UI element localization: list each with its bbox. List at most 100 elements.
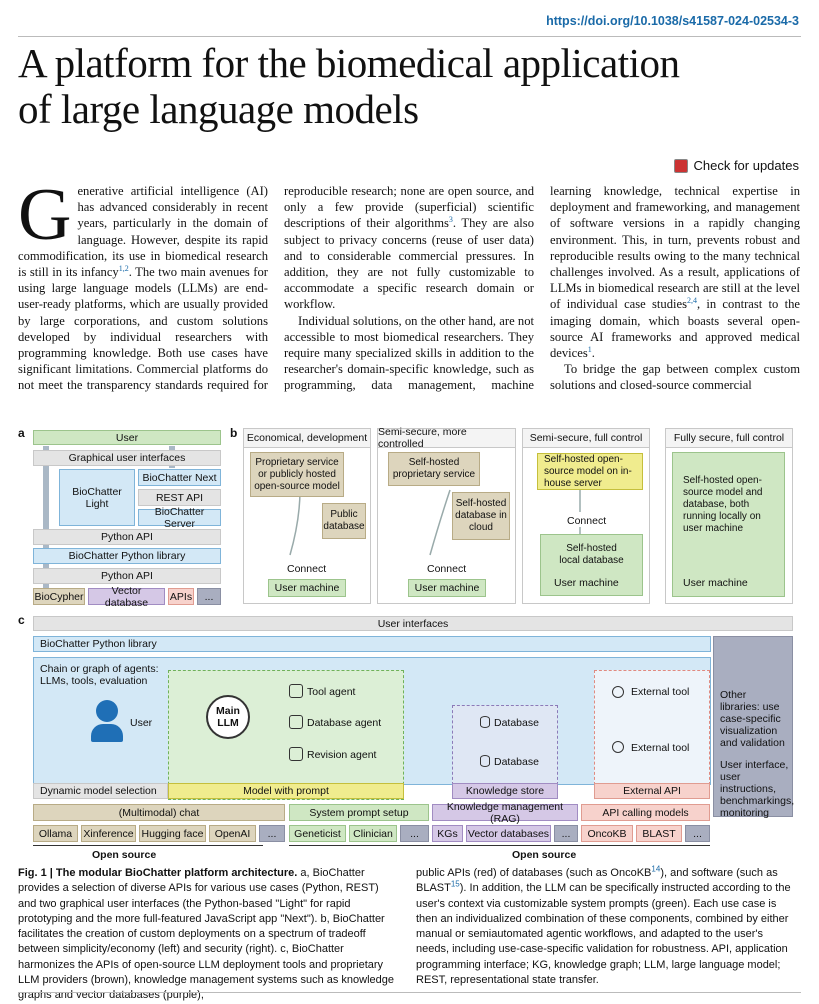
doi-link[interactable]: https://doi.org/10.1038/s41587-024-02534… [546, 14, 799, 28]
b1-user-machine: User machine [268, 579, 346, 597]
revision-agent-robot-icon [289, 747, 303, 761]
user-avatar-icon [96, 700, 118, 722]
b2-db-box: Self-hosted database in cloud [452, 492, 510, 540]
dropcap: G [18, 174, 72, 256]
c-vdb-box: Vector databases [466, 825, 551, 842]
a-rest-box: REST API [138, 489, 221, 506]
ref-link[interactable]: 3 [448, 215, 453, 225]
c-blast-box: BLAST [636, 825, 682, 842]
c-database-label-1: Database [494, 717, 539, 729]
c-pylib-box: BioChatter Python library [33, 636, 711, 652]
bottom-rule [18, 992, 801, 993]
user-body-icon [91, 724, 123, 742]
a-pyapi2-box: Python API [33, 568, 221, 584]
caption-col-1: Fig. 1 | The modular BioChatter platform… [18, 866, 400, 1004]
c-ui-box: User interfaces [33, 616, 793, 631]
b3-local-db-label: Self-hosted local database [559, 543, 624, 566]
b-panel-1: Economical, development [243, 428, 371, 604]
b-panel-4: Fully secure, full control [665, 428, 793, 604]
b2-service-box: Self-hosted proprietary service [388, 452, 480, 486]
check-updates-button[interactable]: Check for updates [674, 158, 799, 173]
c-sps-box: System prompt setup [289, 804, 429, 821]
c-km-box: Knowledge management (RAG) [432, 801, 578, 825]
c-chat-box: (Multimodal) chat [33, 804, 285, 821]
c-apic-box: API calling models [581, 804, 710, 821]
ref-link[interactable]: 2,4 [686, 296, 697, 306]
c-database-label-2: Database [494, 756, 539, 768]
c-ext-tool-label-2: External tool [631, 742, 690, 754]
c-model-prompt-area [168, 670, 404, 800]
article-title: A platform for the biomedical applicatio… [18, 40, 798, 132]
open-source-label-2: Open source [512, 849, 577, 861]
a-pylib-box: BioChatter Python library [33, 548, 221, 564]
open-source-label-1: Open source [92, 849, 157, 861]
b1-db-box: Public database [322, 503, 366, 539]
b3-local-machine: Self-hosted local database [540, 534, 643, 596]
ref-link[interactable]: 15 [450, 879, 460, 889]
c-hf-box: Hugging face [139, 825, 206, 842]
a-next-box: BioChatter Next [138, 469, 221, 486]
b3-connect-label: Connect [567, 515, 607, 527]
ref-link[interactable]: 1,2 [118, 263, 129, 273]
c-user-label: User [130, 717, 153, 729]
tool-agent-robot-icon [289, 684, 303, 698]
a-server-box: BioChatter Server [138, 506, 221, 530]
c-tool-agent-label: Tool agent [307, 686, 356, 698]
c-openai-box: OpenAI [209, 825, 256, 842]
panel-b-label: b [230, 426, 238, 440]
external-tool-icon [612, 686, 624, 698]
ref-link[interactable]: 1 [587, 344, 592, 354]
c-oncokb-box: OncoKB [581, 825, 633, 842]
c-more-box-4: ... [685, 825, 710, 842]
c-other-libs-text-2: User interface, user instructions, bench… [720, 759, 795, 819]
b-panel-4-title: Fully secure, full control [666, 429, 792, 448]
database-icon [480, 755, 490, 767]
b1-service-box: Proprietary service or publicly hosted o… [250, 452, 344, 497]
a-light-box: BioChatter Light [59, 469, 135, 526]
check-updates-icon [674, 158, 689, 173]
caption-title: Fig. 1 | The modular BioChatter platform… [18, 867, 298, 879]
a-pyapi1-box: Python API [33, 529, 221, 545]
title-line-2: of large language models [18, 86, 419, 132]
b-panel-2-title: Semi-secure, more controlled [378, 426, 515, 450]
c-more-box-3: ... [554, 825, 578, 842]
a-more-box: ... [197, 588, 221, 605]
c-ollama-box: Ollama [33, 825, 78, 842]
b-panel-2: Semi-secure, more controlled [377, 426, 516, 604]
b4-user-machine-label: User machine [683, 577, 748, 589]
external-tool-icon [612, 741, 624, 753]
b-panel-3-title: Semi-secure, full control [523, 429, 649, 448]
b3-user-machine-label: User machine [554, 577, 619, 589]
b4-local-machine: Self-hosted open-source model and databa… [672, 452, 785, 597]
b2-connect-label: Connect [427, 563, 467, 575]
caption-col-2: public APIs (red) of databases (such as … [416, 864, 791, 987]
top-rule [18, 36, 801, 37]
b1-connect-label: Connect [287, 563, 327, 575]
b-panel-3: Semi-secure, full control [522, 428, 650, 604]
b2-user-machine: User machine [408, 579, 486, 597]
a-apis-box: APIs [168, 588, 194, 605]
c-geneticist-box: Geneticist [289, 825, 346, 842]
title-line-1: A platform for the biomedical applicatio… [18, 40, 680, 86]
check-updates-label: Check for updates [693, 158, 799, 173]
ref-link[interactable]: 14 [651, 864, 661, 874]
b3-service-box: Self-hosted open-source model on in-hous… [537, 453, 643, 490]
main-llm-cloud: Main LLM [206, 695, 250, 739]
panel-c-label: c [18, 613, 25, 627]
database-icon [480, 716, 490, 728]
c-dyn-box: Dynamic model selection [33, 783, 168, 799]
c-rev-agent-label: Revision agent [307, 749, 377, 761]
b-panel-1-title: Economical, development [244, 429, 370, 448]
c-ks-box: Knowledge store [452, 783, 558, 799]
c-xinf-box: Xinference [81, 825, 136, 842]
c-more-box-1: ... [259, 825, 285, 842]
c-other-libs-text-1: Other libraries: use case-specific visua… [720, 689, 785, 749]
c-clinician-box: Clinician [349, 825, 397, 842]
c-eapi-box: External API [594, 783, 710, 799]
c-mwp-box: Model with prompt [168, 783, 404, 799]
paragraph-3: To bridge the gap between complex custom… [550, 362, 800, 393]
a-biocypher-box: BioCypher [33, 588, 85, 605]
a-user-box: User [33, 430, 221, 445]
